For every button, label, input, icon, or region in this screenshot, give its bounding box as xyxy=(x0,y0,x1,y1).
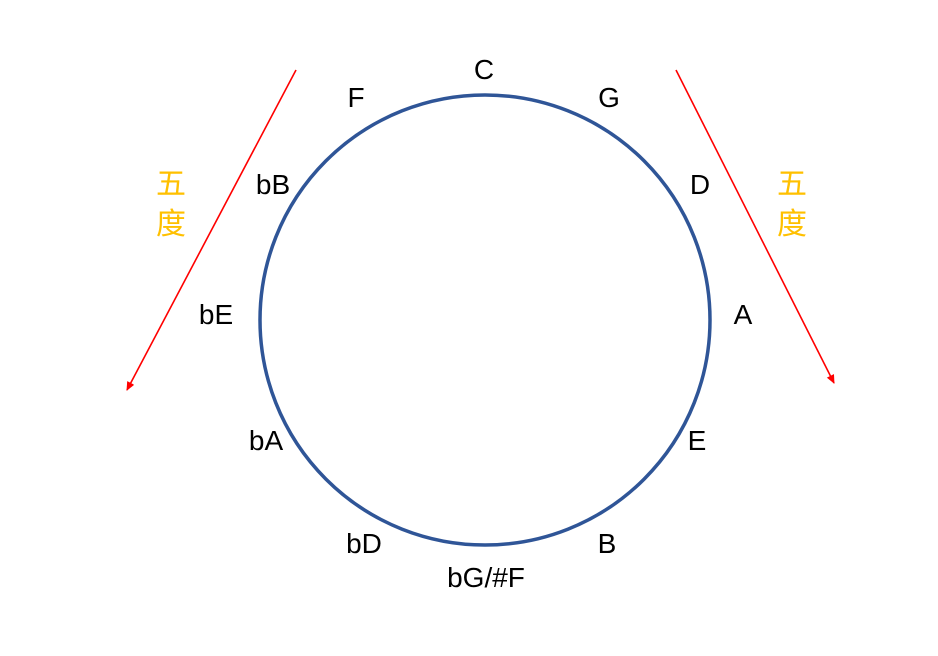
note-label-db: bD xyxy=(346,528,382,559)
left-fifth-label: 五度 xyxy=(156,168,186,241)
note-label-bb: bB xyxy=(255,169,291,200)
note-label-f: F xyxy=(347,82,365,113)
left-arrow xyxy=(126,69,297,391)
right-fifth-label: 五度 xyxy=(777,168,807,241)
note-label-e: E xyxy=(687,425,707,456)
note-label-eb: bE xyxy=(198,299,234,330)
note-label-ab: bA xyxy=(248,425,284,456)
note-label-b: B xyxy=(597,528,617,559)
fifths-circle xyxy=(258,93,712,547)
note-label-g: G xyxy=(598,82,620,113)
right-arrow xyxy=(675,69,835,384)
note-label-c: C xyxy=(473,54,495,85)
note-label-d: D xyxy=(689,169,711,200)
note-label-a: A xyxy=(733,299,753,330)
note-label-gb-fsharp: bG/#F xyxy=(447,562,525,593)
